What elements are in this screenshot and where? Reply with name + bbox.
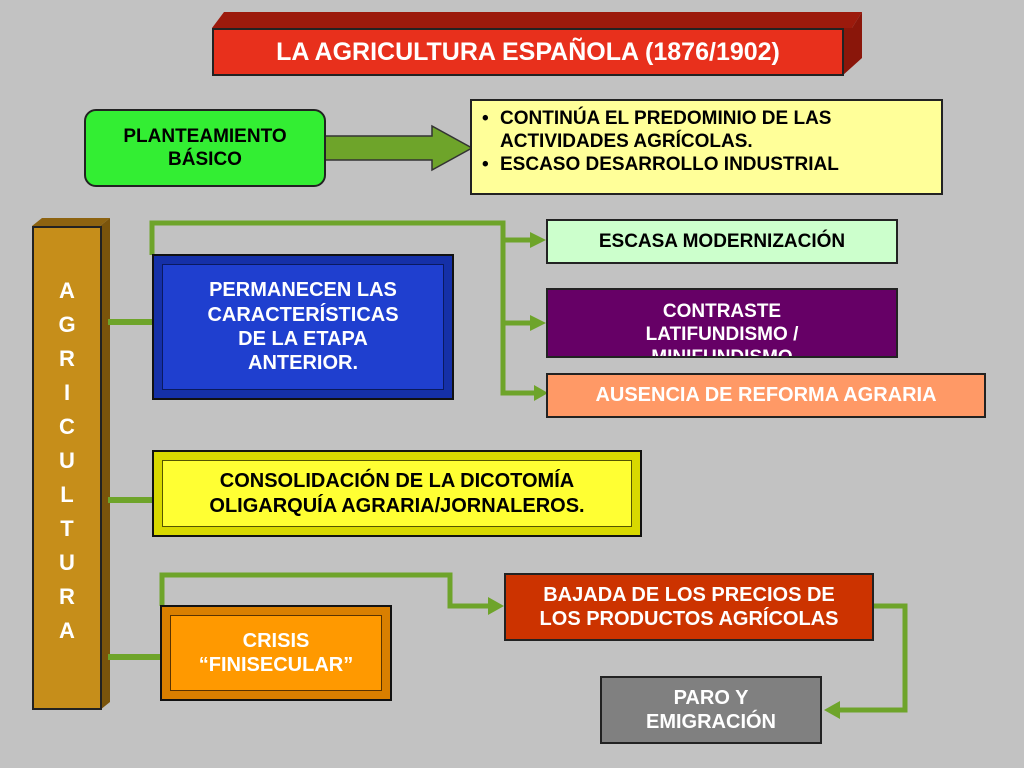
planteamiento-box: PLANTEAMIENTO BÁSICO [84, 109, 326, 187]
escasa-text: ESCASA MODERNIZACIÓN [598, 230, 846, 252]
contraste-line: LATIFUNDISMO / [645, 324, 799, 346]
arrowhead-paro [824, 701, 840, 719]
bullet-dot: • [482, 108, 489, 129]
side-label-letter: L [60, 482, 74, 507]
bullet-text: ACTIVIDADES AGRÍCOLAS. [500, 131, 753, 153]
permanecen-line: DE LA ETAPA [238, 328, 368, 350]
side-bevel-right [100, 218, 110, 710]
bullet-item: • CONTINÚA EL PREDOMINIO DE LAS ACTIVIDA… [482, 107, 831, 153]
contraste-box: CONTRASTE LATIFUNDISMO / MINIFUNDISMO [546, 288, 898, 358]
bullet-dot: • [482, 154, 489, 176]
title-bevel-right [842, 12, 862, 76]
crisis-line: “FINISECULAR” [198, 654, 354, 676]
arrowhead-contraste [530, 315, 546, 331]
bajada-line: LOS PRODUCTOS AGRÍCOLAS [539, 608, 839, 630]
side-label-letter: R [59, 584, 75, 609]
paro-emigracion-box: PARO Y EMIGRACIÓN [600, 676, 822, 744]
arrowhead-escasa [530, 232, 546, 248]
paro-line: EMIGRACIÓN [646, 711, 776, 733]
crisis-line: CRISIS [242, 629, 310, 652]
page-title: LA AGRICULTURA ESPAÑOLA (1876/1902) [212, 28, 844, 76]
ausencia-text: AUSENCIA DE REFORMA AGRARIA [595, 384, 937, 407]
side-label-letter: I [63, 380, 71, 405]
planteamiento-line: BÁSICO [168, 149, 242, 170]
escasa-modernizacion-box: ESCASA MODERNIZACIÓN [546, 219, 898, 264]
permanecen-box: PERMANECEN LAS CARACTERÍSTICAS DE LA ETA… [152, 254, 454, 400]
side-label-letter: A [59, 618, 75, 643]
consolidacion-line: OLIGARQUÍA AGRARIA/JORNALEROS. [209, 494, 585, 517]
arrowhead-ausencia [534, 385, 548, 401]
side-label-letter: R [59, 346, 75, 371]
bullet-text: ESCASO DESARROLLO INDUSTRIAL [500, 154, 839, 176]
side-label-letter: U [59, 550, 75, 575]
bajada-line: BAJADA DE LOS PRECIOS DE [543, 583, 835, 606]
bullet-item: • ESCASO DESARROLLO INDUSTRIAL [482, 153, 839, 176]
consolidacion-box: CONSOLIDACIÓN DE LA DICOTOMÍA OLIGARQUÍA… [152, 450, 642, 537]
contraste-line: CONTRASTE [662, 301, 782, 322]
bajada-precios-box: BAJADA DE LOS PRECIOS DE LOS PRODUCTOS A… [504, 573, 874, 641]
connector-permanecen-trunk [149, 220, 540, 396]
planteamiento-arrow [324, 124, 474, 172]
permanecen-line: ANTERIOR. [248, 352, 358, 375]
bullets-box: • CONTINÚA EL PREDOMINIO DE LAS ACTIVIDA… [470, 99, 943, 195]
arrowhead-bajada [488, 597, 504, 615]
side-label-letter: A [59, 278, 75, 303]
connector-crisis-bajada [159, 572, 490, 609]
permanecen-line: CARACTERÍSTICAS [207, 303, 399, 326]
side-label-letter: C [59, 414, 75, 439]
ausencia-reforma-box: AUSENCIA DE REFORMA AGRARIA [546, 373, 986, 418]
paro-line: PARO Y [673, 686, 749, 709]
side-label-letter: G [58, 312, 76, 337]
side-label-letter: U [59, 448, 75, 473]
contraste-line: MINIFUNDISMO [651, 347, 793, 358]
consolidacion-line: CONSOLIDACIÓN DE LA DICOTOMÍA [219, 470, 575, 493]
planteamiento-line: PLANTEAMIENTO [123, 125, 287, 147]
permanecen-line: PERMANECEN LAS [209, 279, 397, 302]
bullet-text: CONTINÚA EL PREDOMINIO DE LAS [500, 108, 832, 129]
side-bevel-top [32, 218, 110, 226]
title-bevel-top [212, 12, 862, 28]
side-label-letter: T [60, 516, 74, 541]
connector-bajada-paro [838, 603, 908, 713]
page-title-text: LA AGRICULTURA ESPAÑOLA (1876/1902) [276, 37, 780, 66]
crisis-box: CRISIS “FINISECULAR” [160, 605, 392, 701]
